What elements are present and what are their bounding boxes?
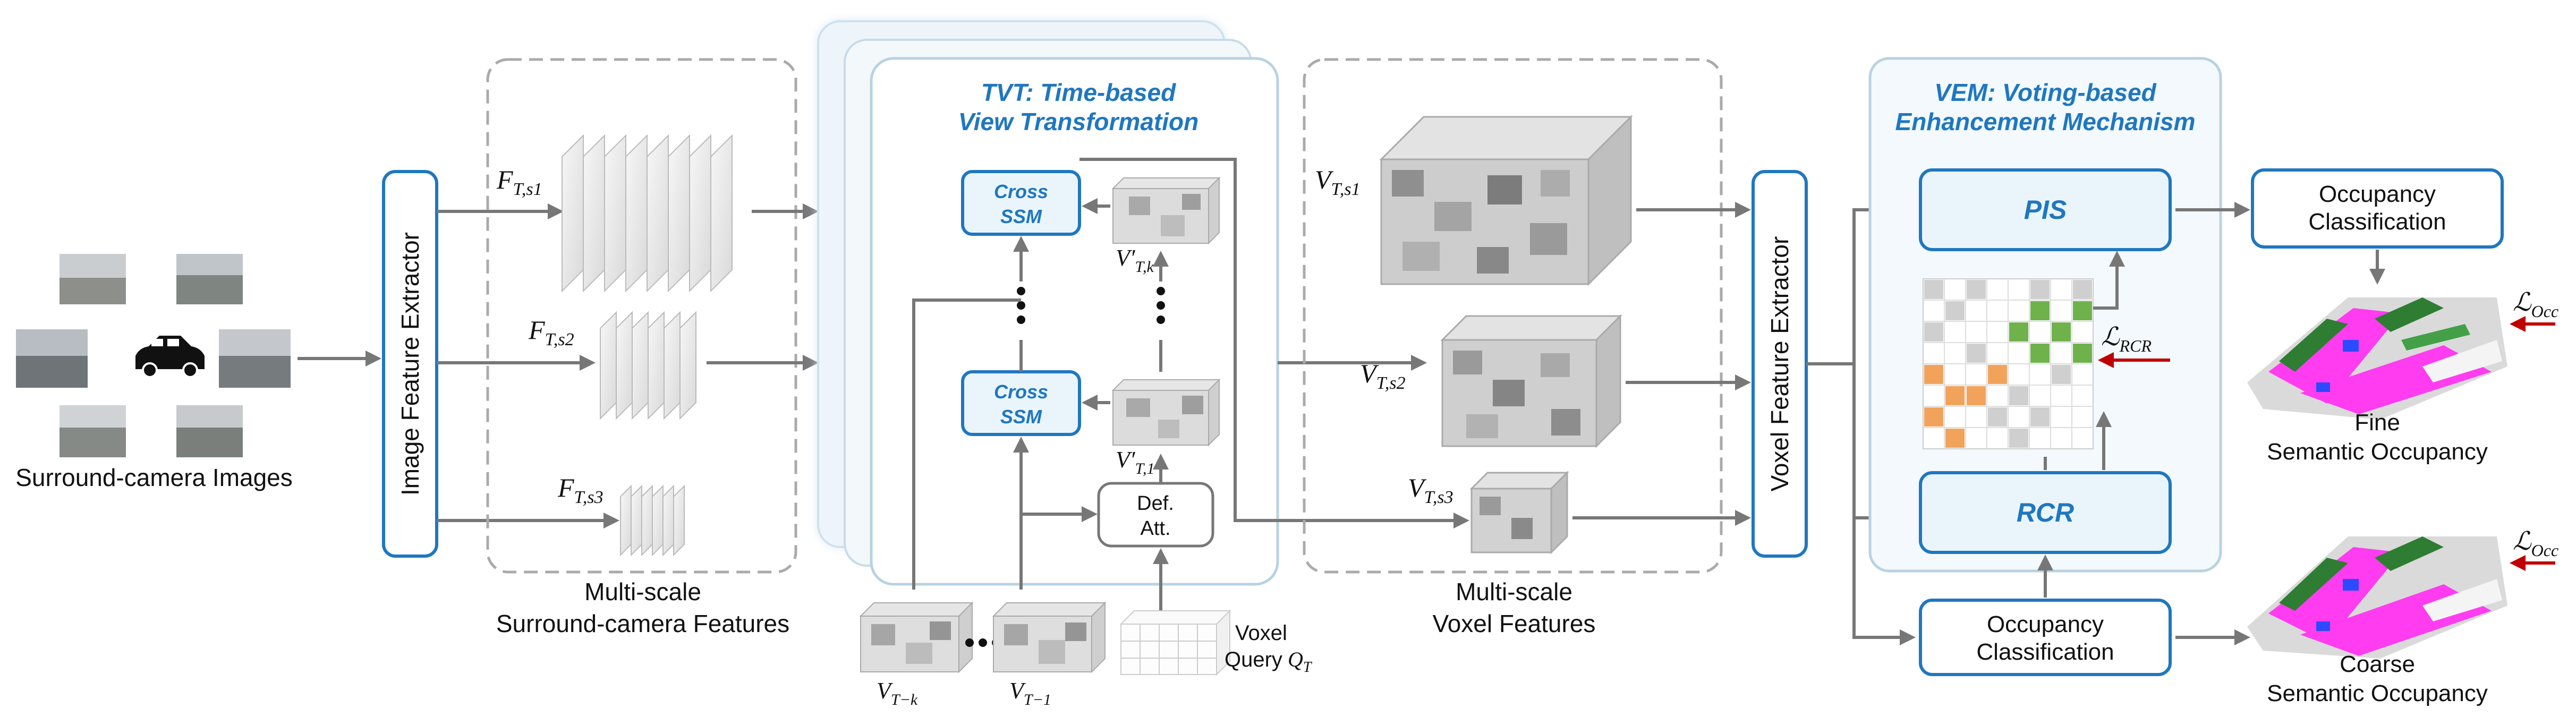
ellipsis-vertical-right	[1157, 287, 1165, 324]
image-feature-stack-s1	[562, 134, 733, 293]
voting-grid-cell	[2073, 280, 2092, 299]
image-feature-extractor-label: Image Feature Extractor	[396, 232, 424, 496]
cross-ssm-top-label-1: Cross	[994, 181, 1048, 202]
rcr-box	[1919, 471, 2172, 554]
image-features-caption-1: Multi-scale	[584, 578, 701, 605]
voxel-label-s2: VT,s2	[1360, 359, 1406, 393]
loss-rcr-label: ℒRCR	[2101, 323, 2152, 355]
occ-cls-fine-label-1: Occupancy	[2319, 181, 2436, 207]
feature-label-s1: FT,s1	[496, 165, 542, 199]
voting-grid	[1923, 278, 2094, 449]
voting-grid-cell	[2009, 386, 2028, 405]
car-icon	[135, 336, 205, 378]
voting-grid-cell	[1945, 386, 1965, 405]
voting-grid-cell	[2052, 322, 2071, 342]
ellipsis-vertical-left	[1017, 287, 1025, 324]
voting-grid-cell	[2052, 365, 2071, 384]
voting-grid-cell	[2030, 407, 2050, 427]
occ-cls-coarse-label-2: Classification	[1976, 639, 2114, 665]
voting-grid-cell	[1967, 280, 1986, 299]
voting-grid-cell	[2073, 301, 2092, 320]
vem-title-2: Enhancement Mechanism	[1895, 108, 2196, 135]
feature-label-s2: FT,s2	[528, 315, 574, 349]
cross-ssm-bottom-label-1: Cross	[994, 381, 1048, 403]
tvt-title-1: TVT: Time-based	[981, 79, 1176, 106]
voting-grid-cell	[1924, 407, 1943, 427]
voting-grid-cell	[1988, 407, 2007, 427]
voxel-cube-v-t-k	[859, 601, 974, 673]
loss-occ-fine-label: ℒOcc	[2513, 288, 2558, 321]
voting-grid-cell	[1945, 429, 1965, 448]
voting-grid-cell	[1924, 322, 1943, 342]
image-feature-stack-s2	[600, 311, 696, 420]
def-att-label-1: Def.	[1137, 492, 1174, 515]
surround-camera-images	[16, 254, 291, 457]
def-att-label-2: Att.	[1140, 517, 1170, 540]
voxel-cube-vk	[1111, 176, 1221, 245]
voting-grid-cell	[1924, 280, 1943, 299]
voting-grid-cell	[1967, 344, 1986, 363]
tvt-panel	[870, 57, 1279, 586]
input-caption: Surround-camera Images	[15, 464, 293, 491]
voxel-query-grid	[1119, 609, 1231, 676]
voting-grid-cell	[2009, 429, 2028, 448]
voting-grid-cell	[2030, 280, 2050, 299]
loss-occ-coarse-label: ℒOcc	[2513, 527, 2558, 560]
voxel-cube-v1	[1111, 378, 1221, 447]
voxel-cube-v-t-1	[992, 601, 1107, 673]
voxel-cube-s1	[1379, 115, 1633, 286]
voting-grid-cell	[1924, 365, 1943, 384]
fine-caption-1: Fine	[2354, 410, 2400, 436]
occupancy-classification-fine	[2251, 168, 2504, 249]
v-t-1-label: VT−1	[1009, 678, 1051, 709]
cross-ssm-top	[961, 170, 1081, 236]
v-t-k-label: VT−k	[877, 678, 918, 709]
voting-grid-cell	[1988, 365, 2007, 384]
vk-label: V′T,k	[1116, 245, 1154, 276]
voxel-features-dashed-box	[1303, 58, 1723, 574]
voting-grid-cell	[1945, 301, 1965, 320]
voting-grid-cell	[2073, 344, 2092, 363]
rcr-label: RCR	[2017, 498, 2074, 527]
image-feature-stack-s3	[620, 484, 685, 557]
v1-label: V′T,1	[1116, 447, 1154, 477]
occ-cls-coarse-label-1: Occupancy	[1987, 611, 2104, 637]
voxel-features-caption-1: Multi-scale	[1456, 578, 1572, 605]
voting-grid-cell	[2030, 344, 2050, 363]
coarse-caption-1: Coarse	[2340, 651, 2415, 677]
voxel-cube-s2	[1440, 314, 1622, 448]
fine-semantic-occupancy-image	[2247, 297, 2507, 420]
voting-grid-cell	[1967, 386, 1986, 405]
feature-label-s3: FT,s3	[557, 473, 603, 507]
voxel-features-caption-2: Voxel Features	[1433, 610, 1596, 637]
coarse-semantic-occupancy-image	[2247, 536, 2507, 659]
occupancy-classification-coarse	[1919, 599, 2172, 676]
cross-ssm-top-label-2: SSM	[1000, 206, 1042, 227]
tvt-title-2: View Transformation	[958, 108, 1198, 135]
voxel-label-s1: VT,s1	[1315, 165, 1361, 199]
pis-box	[1919, 168, 2172, 251]
voxel-cube-s3	[1469, 471, 1569, 555]
pis-label: PIS	[2024, 195, 2067, 225]
voting-grid-cell	[2009, 322, 2028, 342]
vem-title-1: VEM: Voting-based	[1934, 79, 2156, 106]
coarse-caption-2: Semantic Occupancy	[2267, 680, 2488, 706]
image-features-caption-2: Surround-camera Features	[496, 610, 789, 637]
voting-grid-cell	[2030, 301, 2050, 320]
voxel-label-s3: VT,s3	[1408, 473, 1453, 507]
voxel-feature-extractor-label: Voxel Feature Extractor	[1766, 236, 1793, 492]
image-features-dashed-box	[486, 58, 797, 574]
cross-ssm-bottom-label-2: SSM	[1000, 406, 1042, 428]
fine-caption-2: Semantic Occupancy	[2267, 439, 2488, 465]
occ-cls-fine-label-2: Classification	[2308, 209, 2446, 235]
voxel-query-label-1: Voxel	[1235, 621, 1287, 645]
deformable-attention-box	[1097, 482, 1214, 548]
